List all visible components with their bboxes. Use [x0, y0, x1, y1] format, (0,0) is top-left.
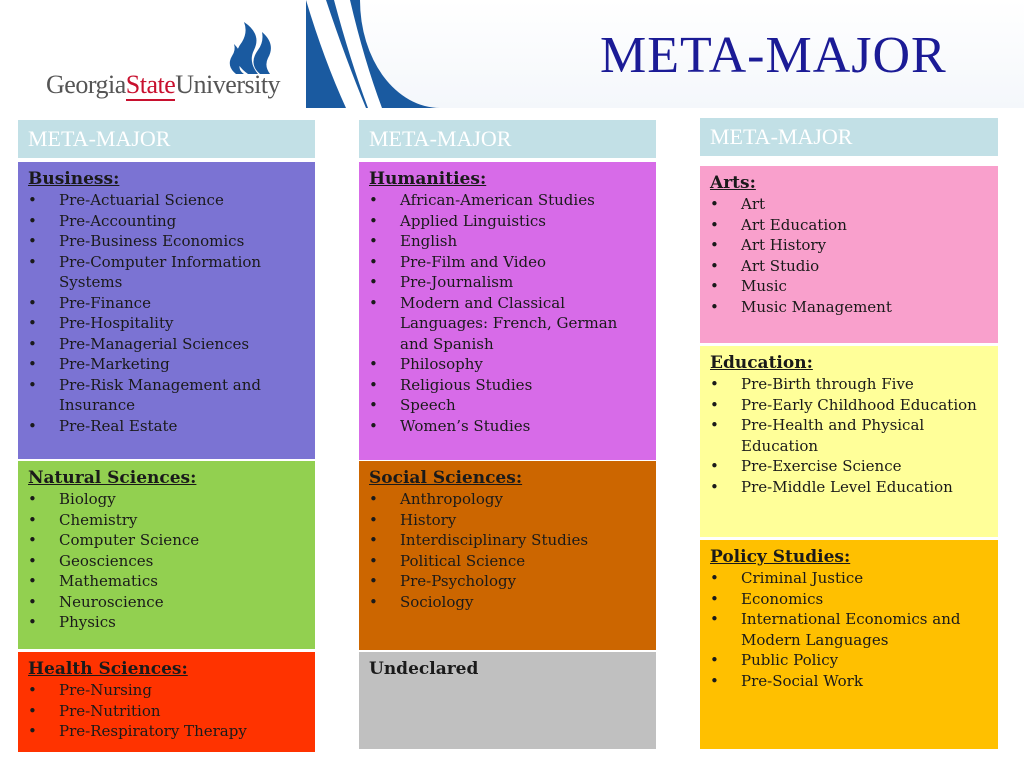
list-item: Pre-Accounting [28, 211, 305, 232]
list-item: Applied Linguistics [369, 211, 646, 232]
box-education: Education: Pre-Birth through FivePre-Ear… [700, 346, 998, 537]
list-item: Music [710, 276, 988, 297]
column-header-2: META-MAJOR [359, 120, 656, 158]
list-item: Economics [710, 589, 988, 610]
list-item: Pre-Nutrition [28, 701, 305, 722]
list-item: Chemistry [28, 510, 305, 531]
list-item: History [369, 510, 646, 531]
logo-word-state: State [125, 70, 176, 101]
list-item: Sociology [369, 592, 646, 613]
list-item: English [369, 231, 646, 252]
list-item: Neuroscience [28, 592, 305, 613]
list-item: African-American Studies [369, 190, 646, 211]
list-item: Art Studio [710, 256, 988, 277]
major-list: Criminal JusticeEconomicsInternational E… [710, 568, 988, 691]
box-title: Undeclared [369, 659, 479, 679]
list-item: Public Policy [710, 650, 988, 671]
box-health-sciences: Health Sciences: Pre-NursingPre-Nutritio… [18, 652, 315, 752]
major-list: African-American StudiesApplied Linguist… [369, 190, 646, 436]
list-item: Pre-Managerial Sciences [28, 334, 305, 355]
box-title: Education: [710, 353, 813, 373]
list-item: Modern and Classical Languages: French, … [369, 293, 646, 355]
box-title: Social Sciences: [369, 468, 523, 488]
box-title: Humanities: [369, 169, 487, 189]
list-item: Pre-Exercise Science [710, 456, 988, 477]
list-item: Art Education [710, 215, 988, 236]
list-item: Computer Science [28, 530, 305, 551]
list-item: Pre-Risk Management and Insurance [28, 375, 305, 416]
major-list: BiologyChemistryComputer ScienceGeoscien… [28, 489, 305, 633]
major-list: Pre-Birth through FivePre-Early Childhoo… [710, 374, 988, 497]
logo-wordmark: GeorgiaStateUniversity [46, 70, 281, 101]
header-light-panel [360, 0, 1024, 108]
list-item: Mathematics [28, 571, 305, 592]
list-item: Pre-Birth through Five [710, 374, 988, 395]
logo-word-university: University [175, 70, 281, 99]
university-logo: GeorgiaStateUniversity [22, 10, 292, 102]
page-title: META-MAJOR [600, 27, 947, 84]
list-item: Pre-Hospitality [28, 313, 305, 334]
list-item: Speech [369, 395, 646, 416]
list-item: Interdisciplinary Studies [369, 530, 646, 551]
list-item: Pre-Early Childhood Education [710, 395, 988, 416]
major-list: ArtArt EducationArt HistoryArt StudioMus… [710, 194, 988, 317]
box-business: Business: Pre-Actuarial SciencePre-Accou… [18, 162, 315, 459]
list-item: Criminal Justice [710, 568, 988, 589]
column-header-label: META-MAJOR [369, 126, 512, 151]
list-item: Philosophy [369, 354, 646, 375]
list-item: Pre-Film and Video [369, 252, 646, 273]
list-item: Pre-Real Estate [28, 416, 305, 437]
column-header-label: META-MAJOR [710, 124, 853, 149]
list-item: Women’s Studies [369, 416, 646, 437]
list-item: Geosciences [28, 551, 305, 572]
list-item: Anthropology [369, 489, 646, 510]
major-list: Pre-NursingPre-NutritionPre-Respiratory … [28, 680, 305, 742]
list-item: Art History [710, 235, 988, 256]
major-list: AnthropologyHistoryInterdisciplinary Stu… [369, 489, 646, 612]
list-item: Art [710, 194, 988, 215]
box-title: Natural Sciences: [28, 468, 197, 488]
logo-word-georgia: Georgia [46, 70, 126, 99]
major-list: Pre-Actuarial SciencePre-AccountingPre-B… [28, 190, 305, 436]
box-undeclared: Undeclared [359, 652, 656, 749]
flame-icon [229, 22, 271, 74]
list-item: Pre-Respiratory Therapy [28, 721, 305, 742]
box-humanities: Humanities: African-American StudiesAppl… [359, 162, 656, 460]
list-item: Pre-Computer Information Systems [28, 252, 305, 293]
column-header-label: META-MAJOR [28, 126, 171, 151]
list-item: Pre-Middle Level Education [710, 477, 988, 498]
list-item: Pre-Health and Physical Education [710, 415, 988, 456]
list-item: Biology [28, 489, 305, 510]
list-item: Physics [28, 612, 305, 633]
list-item: Pre-Business Economics [28, 231, 305, 252]
swoosh-graphic [306, 0, 382, 108]
list-item: Political Science [369, 551, 646, 572]
box-social-sciences: Social Sciences: AnthropologyHistoryInte… [359, 461, 656, 650]
box-title: Business: [28, 169, 120, 189]
column-header-1: META-MAJOR [18, 120, 315, 158]
box-title: Health Sciences: [28, 659, 188, 679]
column-header-3: META-MAJOR [700, 118, 998, 156]
list-item: Pre-Marketing [28, 354, 305, 375]
box-title: Policy Studies: [710, 547, 851, 567]
list-item: Pre-Nursing [28, 680, 305, 701]
list-item: Religious Studies [369, 375, 646, 396]
list-item: Pre-Actuarial Science [28, 190, 305, 211]
list-item: Pre-Finance [28, 293, 305, 314]
box-policy-studies: Policy Studies: Criminal JusticeEconomic… [700, 540, 998, 749]
list-item: Pre-Psychology [369, 571, 646, 592]
box-natural-sciences: Natural Sciences: BiologyChemistryComput… [18, 461, 315, 649]
box-title: Arts: [710, 173, 756, 193]
list-item: Music Management [710, 297, 988, 318]
list-item: International Economics and Modern Langu… [710, 609, 988, 650]
box-arts: Arts: ArtArt EducationArt HistoryArt Stu… [700, 166, 998, 343]
list-item: Pre-Social Work [710, 671, 988, 692]
list-item: Pre-Journalism [369, 272, 646, 293]
